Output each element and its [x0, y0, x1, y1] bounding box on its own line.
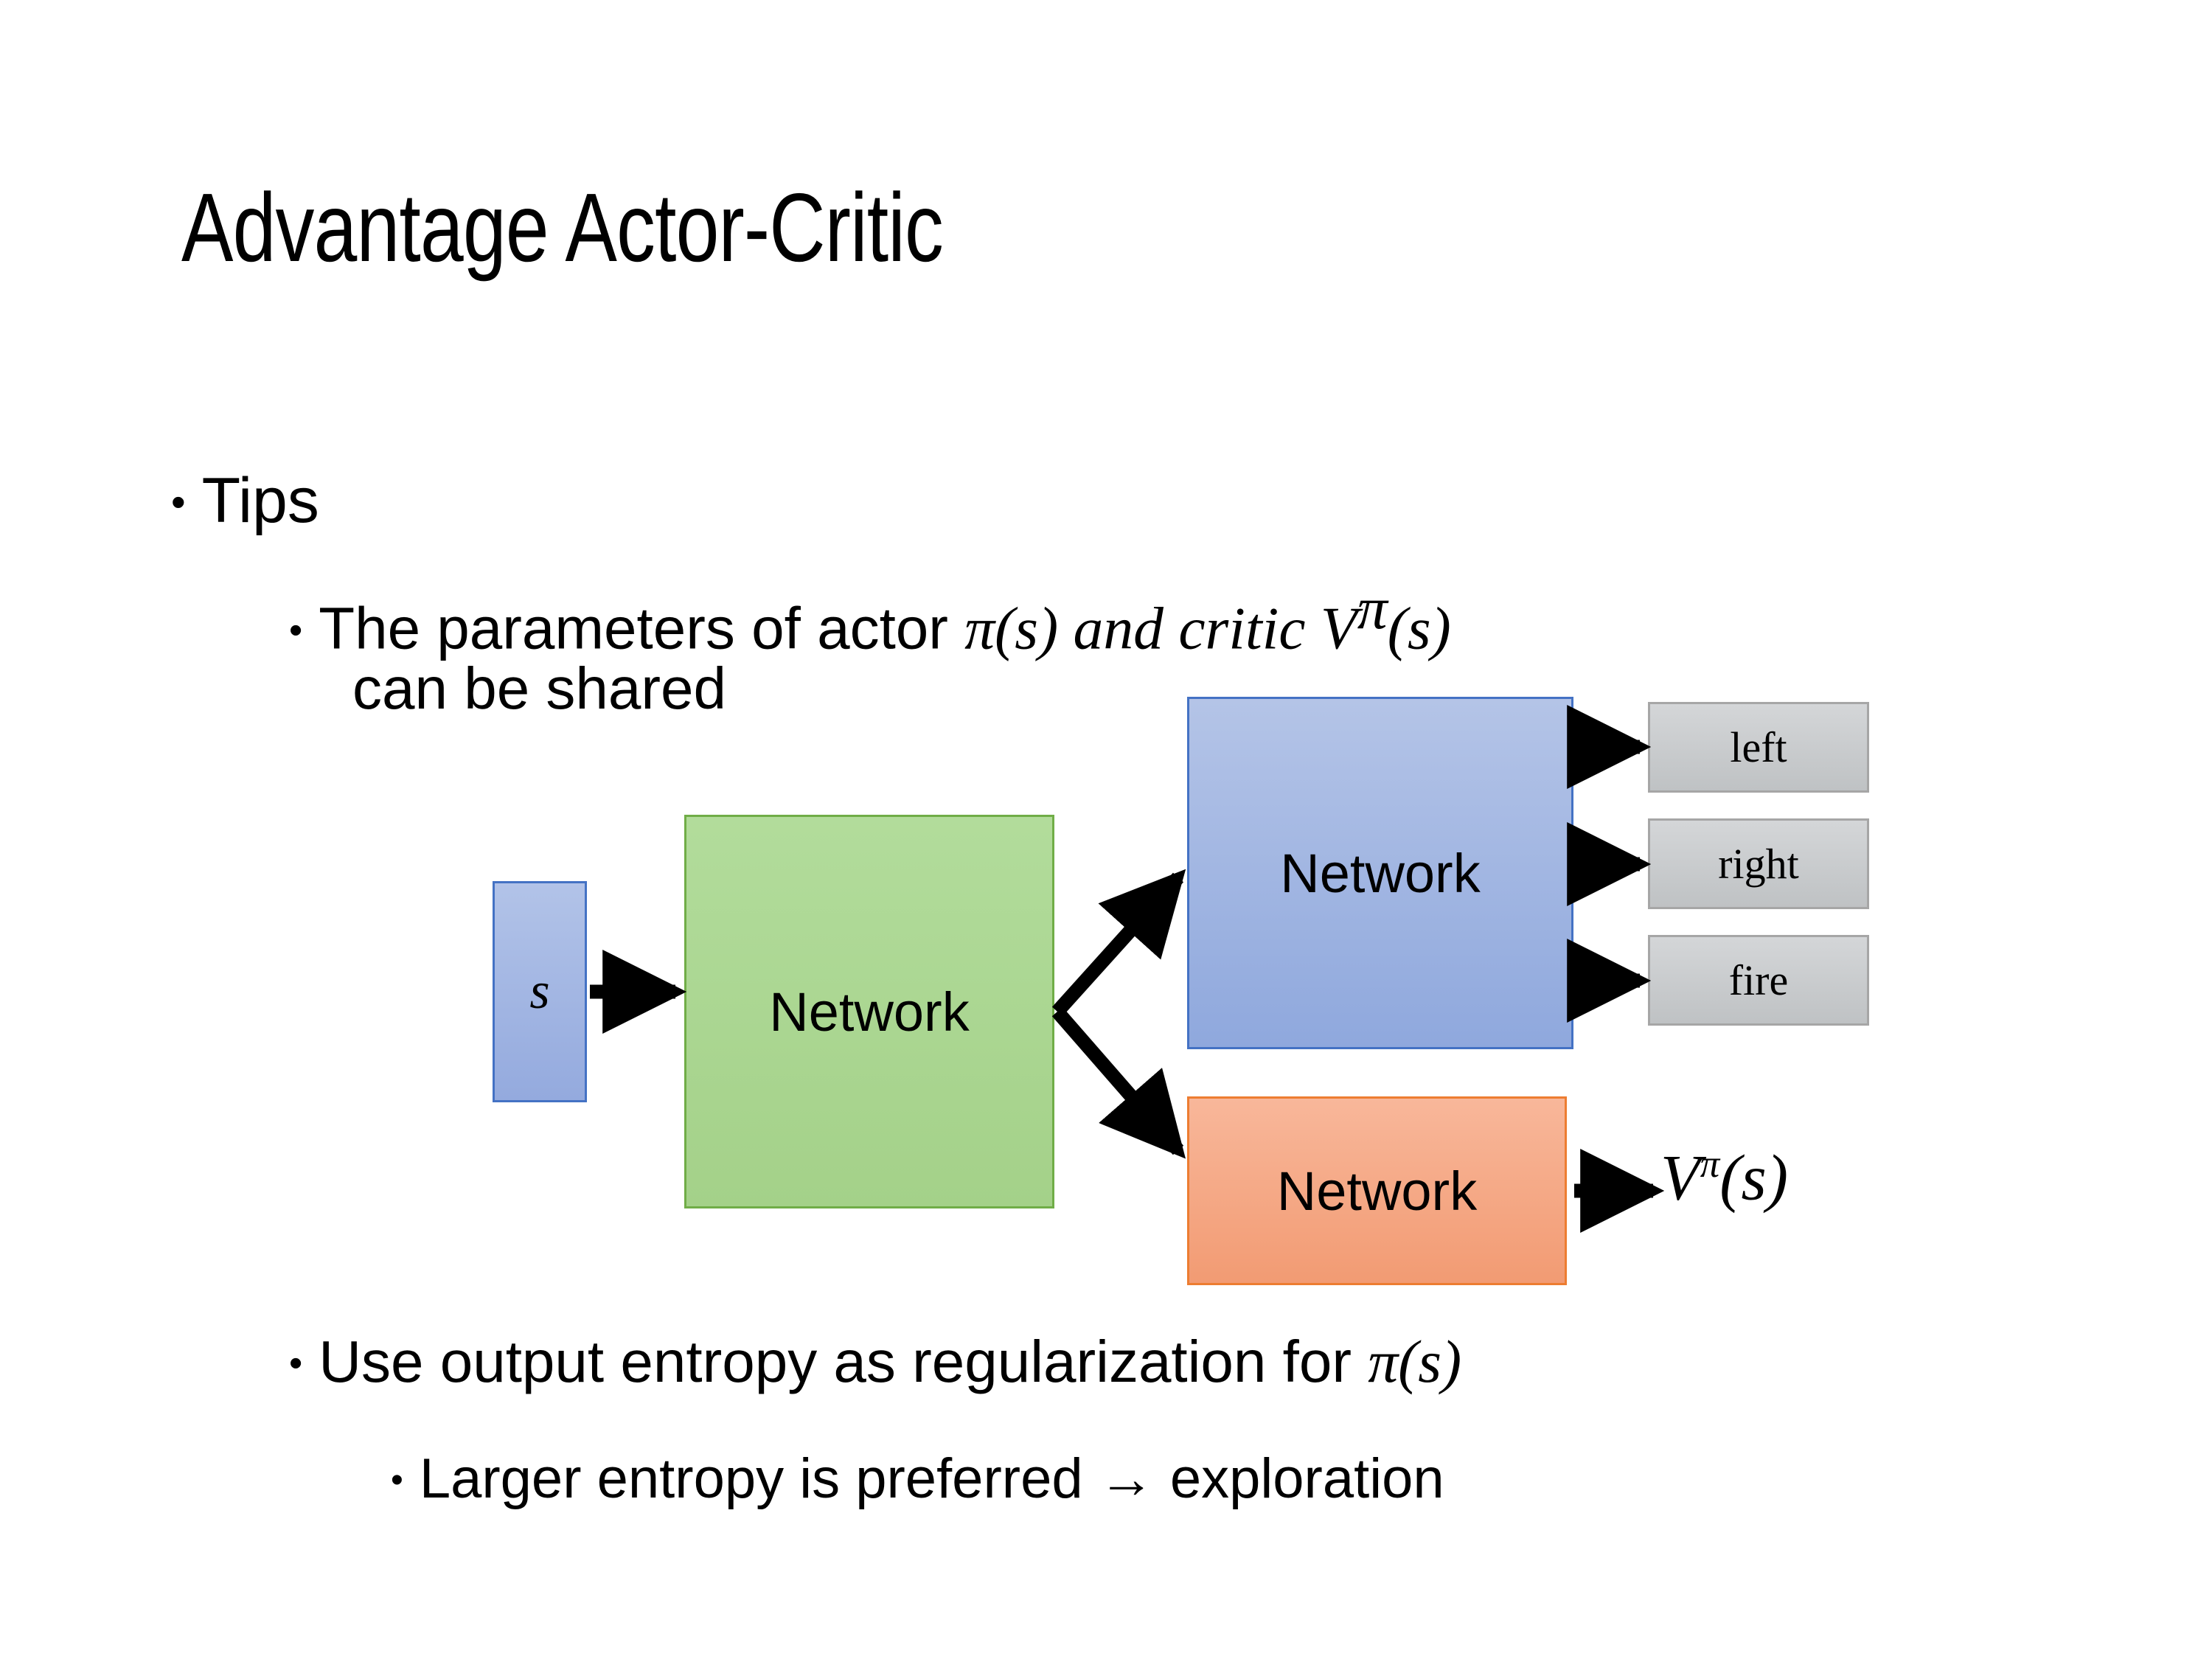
pi-symbol: π	[964, 594, 995, 662]
params-prefix: The parameters of actor	[319, 595, 965, 661]
action-label-right: right	[1718, 840, 1799, 888]
v-argument: (s)	[1387, 594, 1451, 662]
arrow-shared-to-actor	[1051, 869, 1186, 1017]
arrow-shared-to-critic	[1051, 1006, 1186, 1159]
bullet-marker: •	[289, 608, 303, 652]
state-label: s	[529, 963, 550, 1020]
action-box-left: left	[1648, 702, 1869, 793]
action-box-right: right	[1648, 818, 1869, 909]
params-line2-text: can be shared	[352, 655, 727, 721]
value-function-output-label: Vπ(s)	[1660, 1145, 1788, 1211]
v-symbol: V	[1320, 594, 1357, 662]
pi-symbol: π	[1368, 1328, 1399, 1395]
actor-network-label: Network	[1280, 842, 1481, 904]
bullet-entropy-regularization: • Use output entropy as regularization f…	[289, 1327, 1461, 1397]
action-label-left: left	[1730, 723, 1787, 771]
value-superscript-pi: π	[1700, 1143, 1720, 1186]
critic-network-box: Network	[1187, 1096, 1567, 1285]
actor-network-box: Network	[1187, 697, 1573, 1049]
entropy-prefix: Use output entropy as regularization for	[319, 1329, 1368, 1394]
bullet-marker: •	[171, 479, 186, 525]
bullet-marker: •	[391, 1461, 403, 1500]
value-base: V	[1660, 1142, 1700, 1214]
critic-network-label: Network	[1276, 1160, 1478, 1222]
action-label-fire: fire	[1728, 956, 1789, 1004]
value-argument: (s)	[1719, 1142, 1789, 1214]
bullet-shared-parameters-line2: can be shared	[352, 655, 726, 723]
bullet-exploration: • Larger entropy is preferred → explorat…	[391, 1447, 1444, 1511]
state-input-box: s	[493, 881, 587, 1102]
bullet-exploration-text: Larger entropy is preferred → exploratio…	[419, 1447, 1444, 1510]
bullet-params-text: The parameters of actor π(s) and critic …	[319, 574, 1451, 664]
bullet-entropy-text: Use output entropy as regularization for…	[319, 1327, 1461, 1397]
page-title: Advantage Actor-Critic	[181, 173, 944, 282]
bullet-marker: •	[289, 1342, 303, 1385]
bullet-shared-parameters: • The parameters of actor π(s) and criti…	[289, 574, 1451, 664]
params-mid: (s) and critic	[995, 594, 1321, 662]
shared-network-box: Network	[684, 815, 1054, 1208]
action-box-fire: fire	[1648, 935, 1869, 1026]
bullet-tips-label: Tips	[201, 465, 319, 536]
bullet-tips: • Tips	[171, 465, 319, 538]
shared-network-label: Network	[769, 981, 970, 1043]
v-superscript-pi: π	[1357, 574, 1388, 641]
pi-argument: (s)	[1398, 1328, 1462, 1395]
